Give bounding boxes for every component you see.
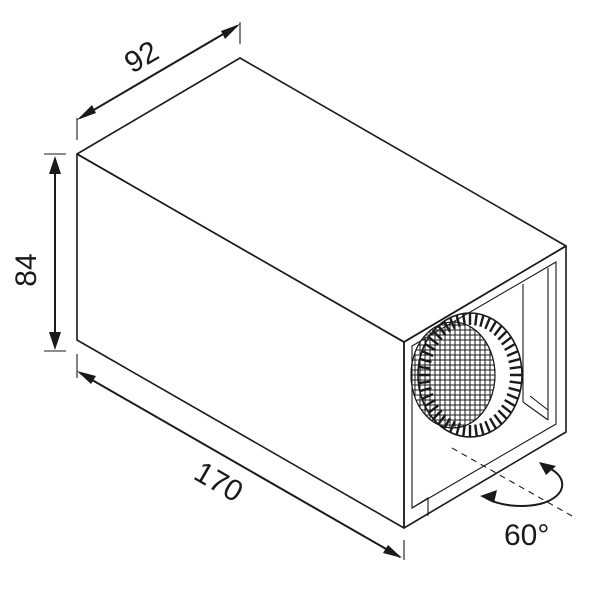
light-module <box>410 312 523 438</box>
dimension-length: 170 <box>76 354 405 560</box>
housing-box <box>76 57 567 529</box>
vent-slot <box>497 409 511 423</box>
vent-slot <box>418 380 431 385</box>
dimension-height: 84 <box>10 153 66 352</box>
vent-slot <box>474 424 479 437</box>
vent-slot <box>508 356 522 364</box>
rotation-indicator: 60° <box>451 447 573 552</box>
vent-slot <box>461 424 466 437</box>
vent-slot <box>461 313 466 326</box>
vent-slot <box>509 380 522 385</box>
box-end-face <box>403 245 567 529</box>
rotation-label: 60° <box>504 519 549 552</box>
end-opening <box>411 261 557 509</box>
vent-slot <box>474 313 479 326</box>
dimension-width: 92 <box>76 22 241 140</box>
vent-slot <box>509 365 522 370</box>
vent-slot <box>418 365 431 370</box>
vent-slot <box>497 327 511 341</box>
vent-slot <box>508 386 522 394</box>
height-label: 84 <box>10 253 43 286</box>
box-side-face <box>76 153 405 529</box>
